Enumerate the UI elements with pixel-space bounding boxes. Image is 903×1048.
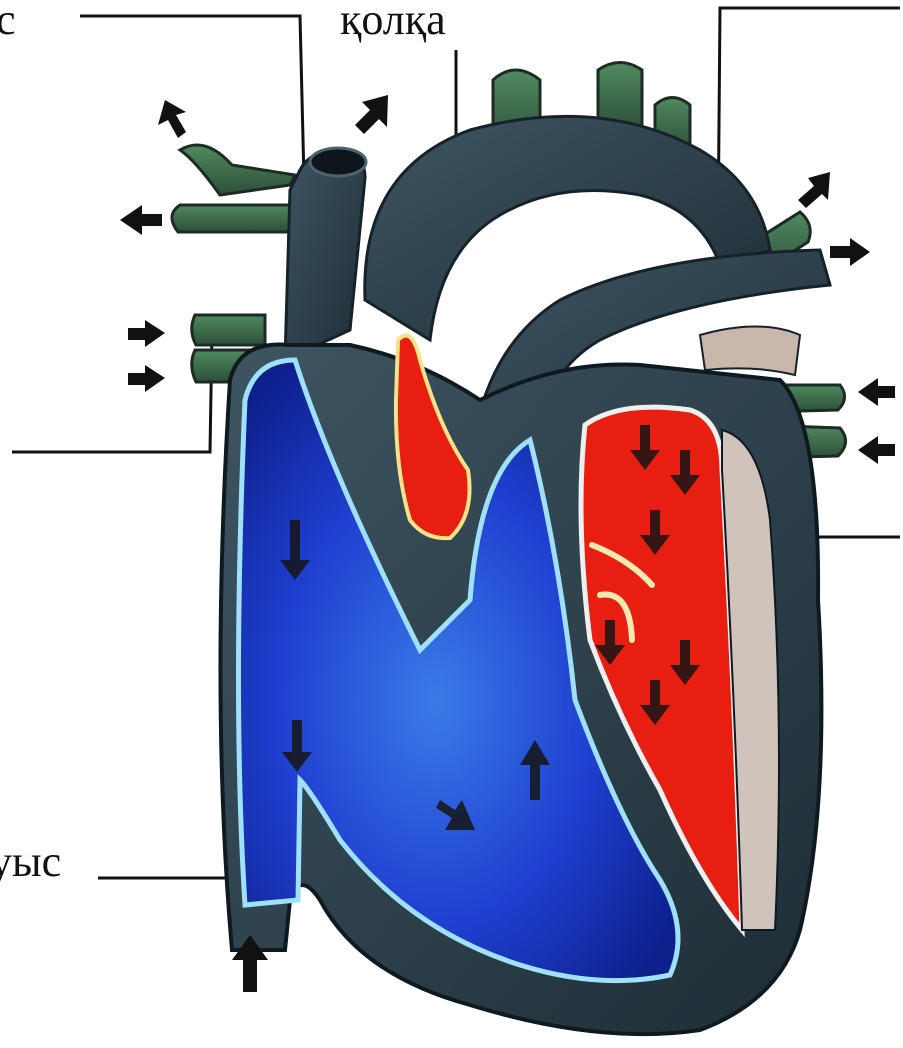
- flow-arrow-icon: [128, 365, 165, 392]
- aorta-label: қолқа: [340, 0, 446, 45]
- superior-vena-cava: [285, 150, 365, 360]
- flow-arrow-icon: [858, 378, 895, 406]
- flow-arrow-icon: [355, 95, 388, 134]
- leader-line-left-mid: [12, 330, 212, 452]
- vena-cava-opening: [310, 148, 366, 176]
- leader-line-right-mid: [810, 470, 900, 537]
- flow-arrow-icon: [858, 436, 895, 464]
- flow-arrow-icon: [798, 172, 830, 208]
- flow-arrow-icon: [128, 320, 165, 347]
- flow-arrow-icon: [120, 205, 162, 235]
- flow-arrow-icon: [158, 100, 186, 138]
- flow-arrow-icon: [830, 238, 870, 266]
- top-left-label-fragment: с: [0, 0, 16, 45]
- bottom-left-label-fragment: уыс: [0, 836, 61, 887]
- pulmonary-branch: [700, 327, 800, 376]
